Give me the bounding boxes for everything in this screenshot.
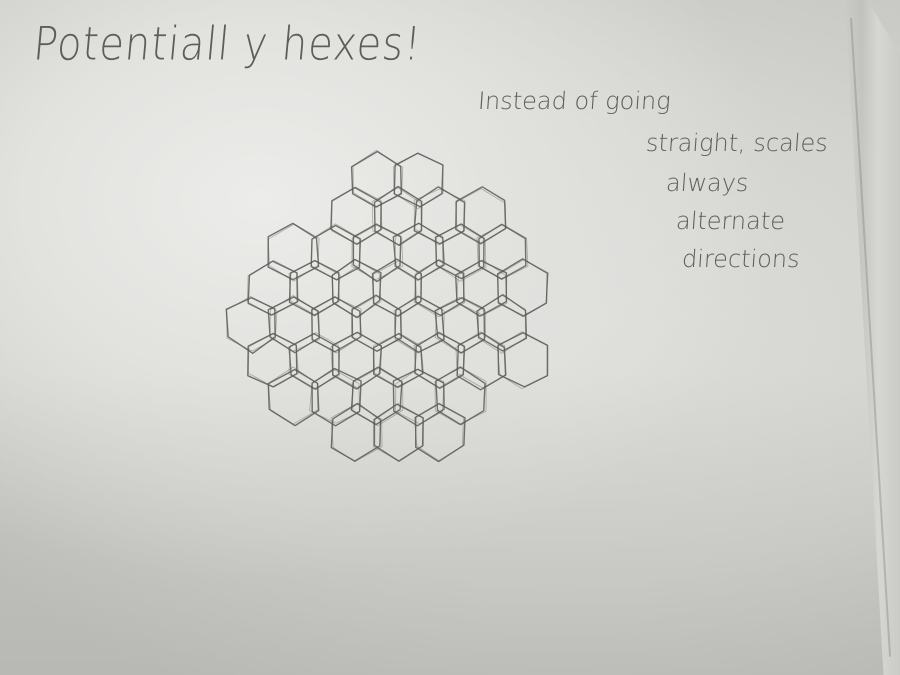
hexagon-cell (310, 224, 361, 281)
hexagon-cell (351, 294, 402, 352)
hexagon-cell (225, 297, 276, 354)
hexagon-cell (393, 296, 445, 354)
hexagon-cell (373, 332, 425, 388)
hexagon-cell (311, 367, 362, 427)
hexagon-cell (267, 223, 320, 282)
hexagon-cell (351, 224, 404, 281)
hexagon-cell (226, 295, 278, 352)
hexagon-cell (392, 222, 445, 281)
hexagon-cell (414, 331, 466, 389)
hexagon-cell (330, 186, 382, 246)
hexagon-cell (434, 297, 486, 354)
hexagon-cell (352, 149, 404, 208)
hexagon-cell (373, 403, 424, 462)
hexagon-cell (288, 259, 340, 317)
hexagon-cell (267, 222, 320, 281)
hexagon-cell (311, 223, 362, 281)
hexagon-cell (434, 367, 487, 425)
hexagon-cell (267, 296, 320, 354)
hexagon-cell (350, 150, 402, 208)
hexagon-cell (372, 260, 423, 317)
hexagon-cell (288, 333, 340, 390)
hexagon-cell (455, 260, 508, 317)
hexagon-cell (247, 332, 298, 388)
hexagon-cell (478, 223, 527, 280)
hexagon-cell (331, 331, 383, 390)
hexagon-cell (413, 259, 466, 318)
hexagon-cell (496, 331, 549, 390)
hexagon-cell (496, 258, 549, 318)
hexagon-cell (330, 403, 383, 463)
hexagon-cell (330, 331, 382, 389)
hexagon-cell (434, 296, 487, 354)
hexagon-cell (395, 368, 445, 425)
hexagon-cell (415, 402, 466, 463)
hexagon-cell (371, 258, 422, 317)
hexagon-cell (288, 332, 340, 390)
hexagon-cell (476, 294, 528, 352)
hexagon-cell (331, 258, 382, 318)
hexagon-cell (373, 185, 423, 247)
hexagon-cell (352, 223, 402, 283)
hexagon-cell (392, 368, 445, 427)
hexagon-cell (331, 258, 382, 319)
hexagon-cell (372, 333, 424, 389)
hexagon-cell (476, 224, 529, 280)
hexagon-cell (330, 402, 382, 462)
hexagon-cell (394, 222, 444, 282)
hexagon-cell (351, 295, 402, 352)
hexagon-cell (350, 366, 403, 426)
hexagon-cell (311, 296, 362, 353)
hexagon-cell (497, 259, 549, 316)
hexagon-cell (392, 152, 444, 210)
hexagon-cell (331, 186, 383, 245)
hexagon-cell (393, 152, 444, 208)
hexagon-cell (311, 296, 362, 354)
hexagon-cell (455, 186, 507, 245)
hexagon-cell (269, 295, 320, 352)
hexagon-cell (413, 403, 464, 462)
hexagon-cell (247, 333, 299, 388)
hexagon-cell (455, 331, 507, 389)
hexagon-cell (456, 259, 508, 316)
hexagon-cell (497, 332, 549, 388)
hexagon-cell (434, 224, 487, 282)
hexagon-cell (371, 187, 422, 246)
hexagon-cell (413, 333, 465, 389)
hexagon-cell (435, 366, 486, 426)
hexagon-cell (309, 369, 360, 424)
hexagon-cell (394, 295, 445, 353)
hexagon-cell (414, 259, 465, 317)
hexagon-cell (413, 186, 466, 245)
hexagon-cell (267, 368, 320, 427)
hexagon-cell (247, 260, 299, 316)
hexagon-cell (477, 294, 526, 354)
hexagon-cell (351, 367, 404, 427)
hexagon-cell (288, 260, 341, 316)
hexagon-cell (413, 188, 466, 246)
hexagon-cell (455, 188, 507, 244)
hexagon-cell (267, 366, 319, 425)
hexagon-cell (435, 223, 485, 280)
hexagon-cell (456, 332, 507, 391)
hexagon-cell (246, 260, 299, 316)
hexagon-cell (372, 403, 424, 462)
